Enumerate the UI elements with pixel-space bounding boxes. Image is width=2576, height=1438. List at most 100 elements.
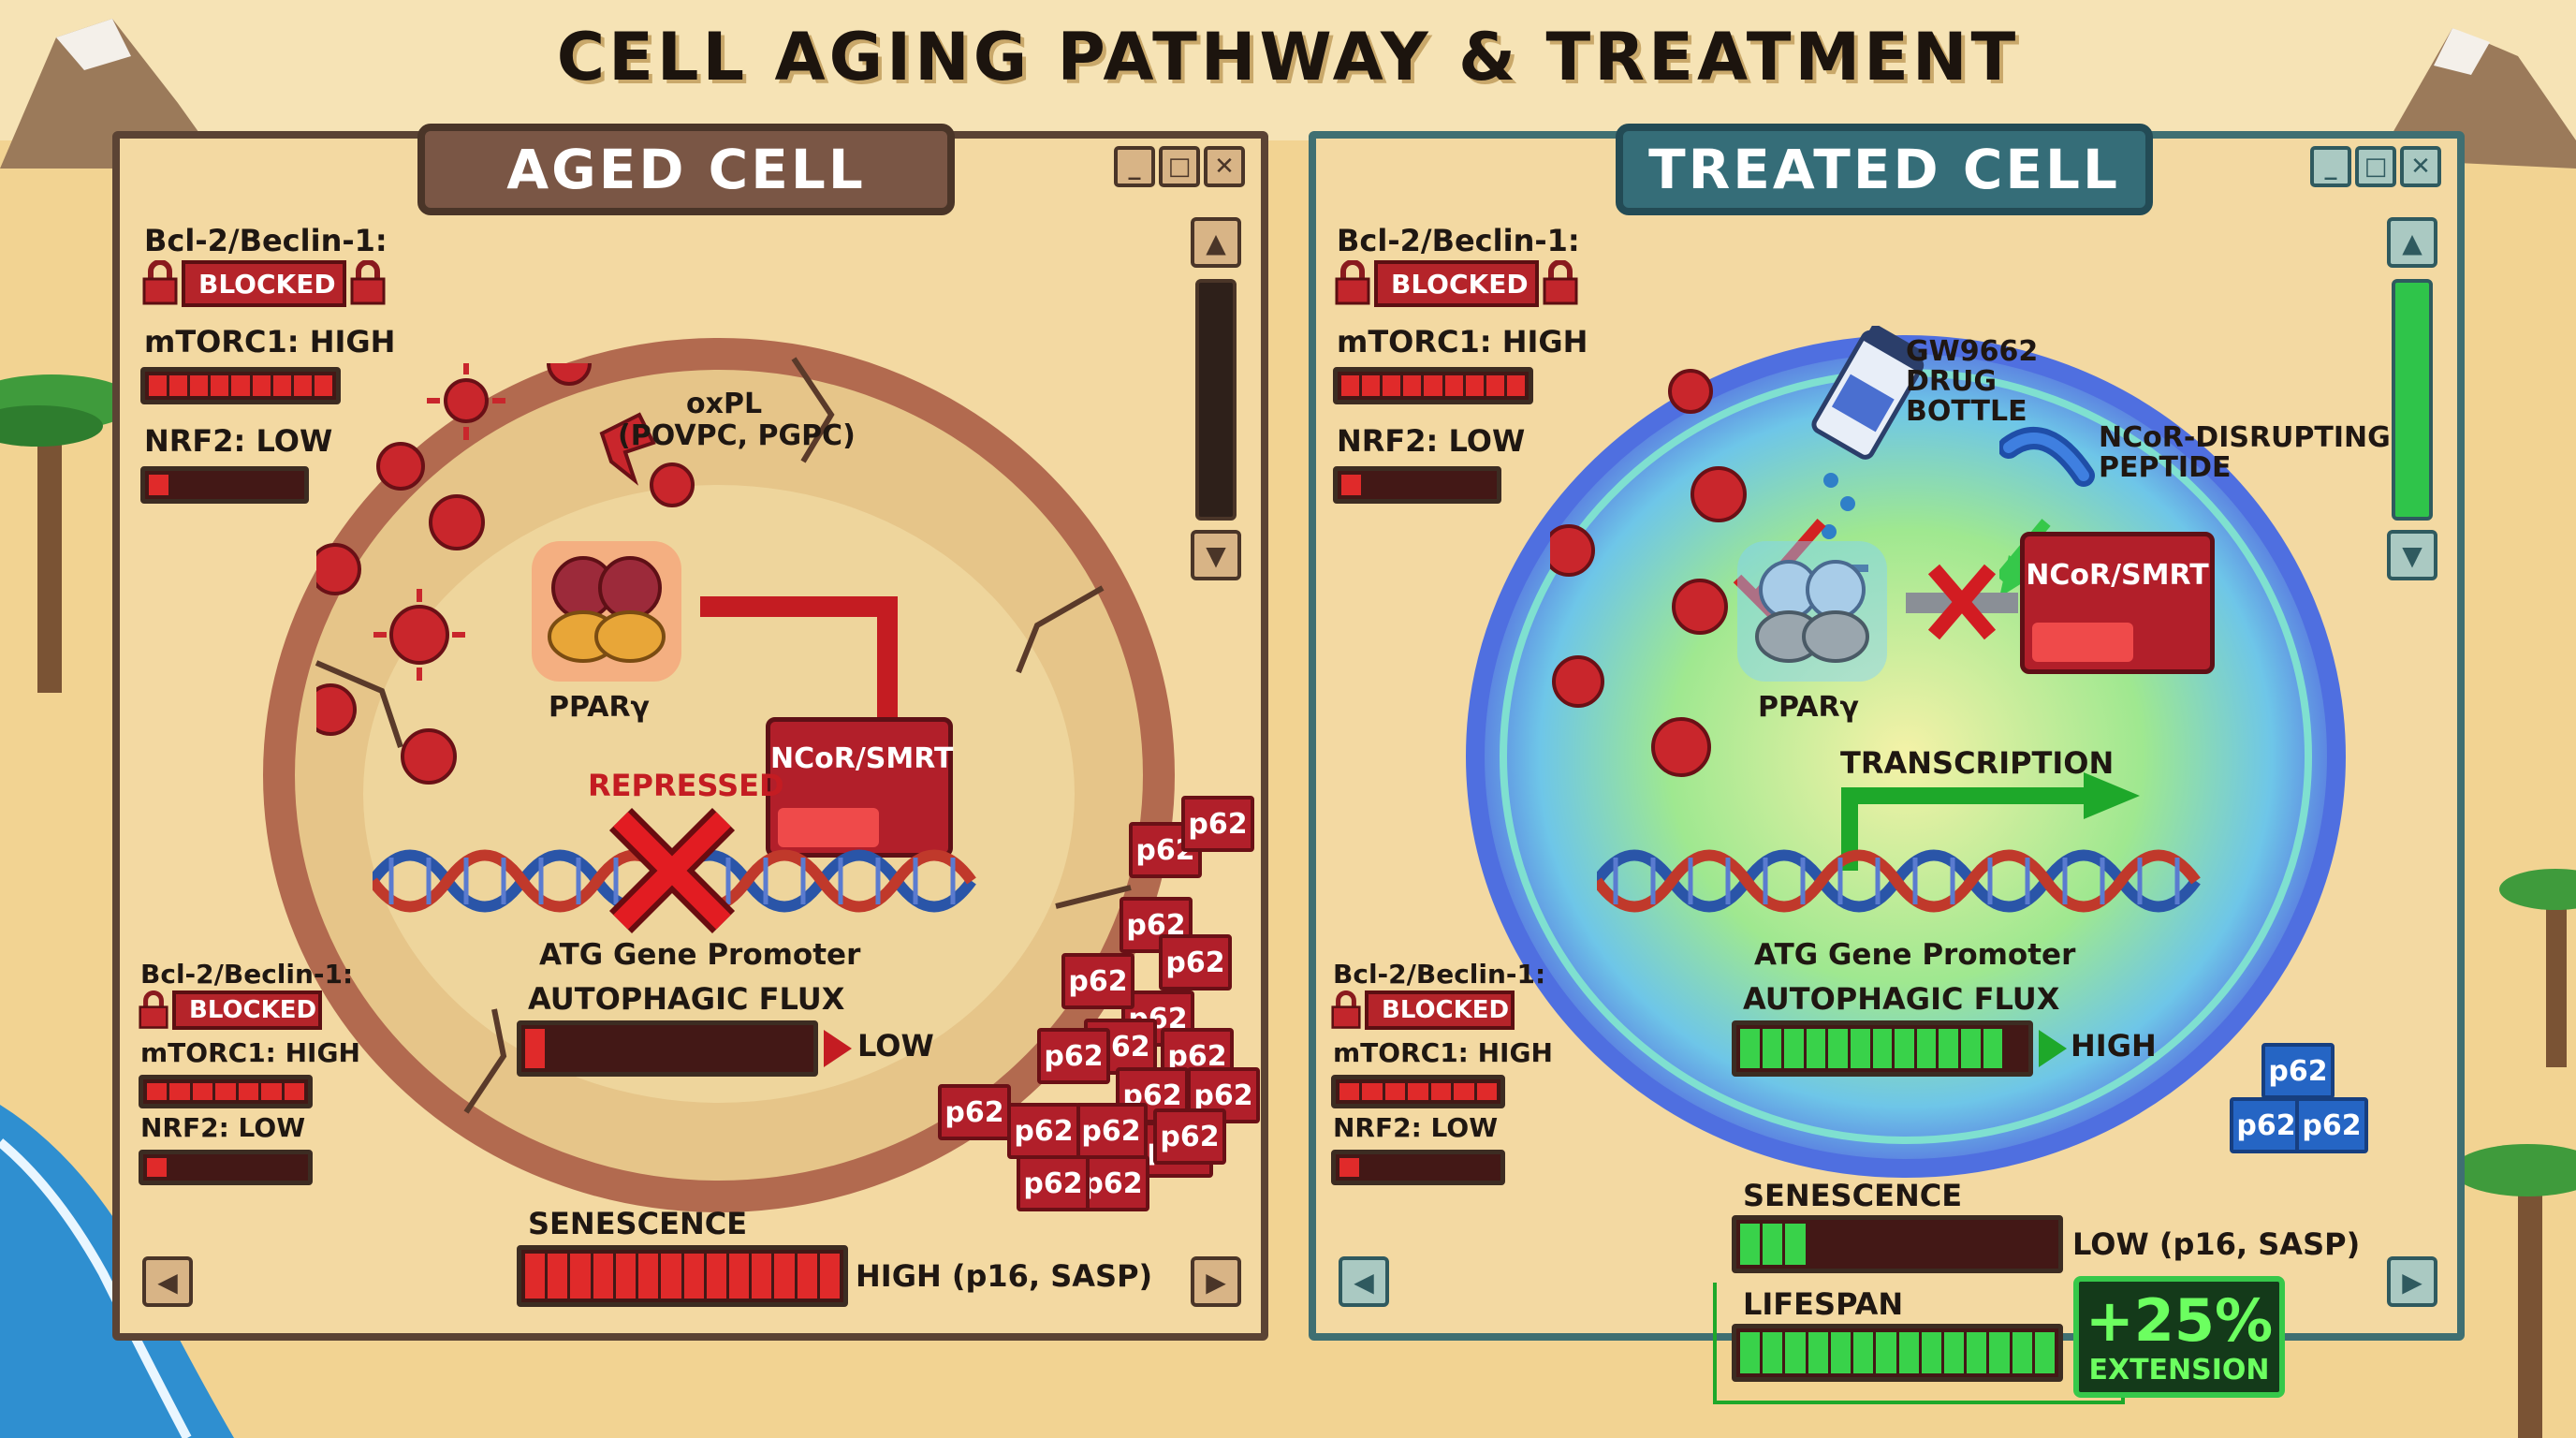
- meter-segment: [1876, 1332, 1896, 1373]
- scroll-left-button[interactable]: ◀: [1339, 1256, 1389, 1307]
- maximize-icon[interactable]: □: [1159, 146, 1200, 187]
- meter-segment: [728, 1254, 750, 1299]
- meter-segment: [2012, 1224, 2032, 1265]
- meter-segment: [636, 1029, 655, 1068]
- palm-tree-right: [2452, 1144, 2576, 1438]
- scroll-left-button[interactable]: ◀: [142, 1256, 193, 1307]
- mtorc1-meter: [139, 1075, 313, 1108]
- scroll-down-button[interactable]: ▼: [1191, 530, 1241, 580]
- lock-icon: [1335, 260, 1370, 305]
- blocked-badge: BLOCKED: [1365, 990, 1515, 1030]
- senescence-value: HIGH (p16, SASP): [856, 1258, 1153, 1294]
- meter-segment: [1784, 1029, 1804, 1068]
- meter-segment: [1983, 1029, 2003, 1068]
- meter-segment: [593, 1254, 613, 1299]
- mtorc1-label: mTORC1: HIGH: [1333, 1037, 1553, 1068]
- close-icon[interactable]: ✕: [2400, 146, 2441, 187]
- meter-segment: [1967, 1224, 1986, 1265]
- autophagic-flux-value: HIGH: [2071, 1028, 2157, 1064]
- meter-segment: [1362, 1083, 1383, 1100]
- blocked-x-icon: [1906, 564, 2018, 640]
- meter-segment: [1853, 1332, 1874, 1373]
- ncor-label: NCoR/SMRT: [770, 742, 954, 775]
- scroll-right-button[interactable]: ▶: [2387, 1256, 2437, 1307]
- meter-segment: [2012, 1332, 2032, 1373]
- meter-segment: [1506, 375, 1525, 396]
- meter-segment: [1465, 375, 1484, 396]
- oxpl-subtitle: (POVPC, PGPC): [618, 419, 856, 452]
- aged-cell-window: AGED CELL _ □ ✕ Bcl-2/Beclin-1: BLOCKED …: [112, 124, 1268, 1341]
- mtorc1-label: mTORC1: HIGH: [140, 1037, 360, 1068]
- scroll-down-button[interactable]: ▼: [2387, 530, 2437, 580]
- maximize-icon[interactable]: □: [2355, 146, 2396, 187]
- blocked-x-icon: [608, 807, 736, 934]
- nrf2-label: NRF2: LOW: [140, 1112, 306, 1143]
- meter-segment: [1808, 1332, 1828, 1373]
- scrollbar-track[interactable]: [1195, 279, 1237, 521]
- page-title: CELL AGING PATHWAY & TREATMENT: [556, 19, 2020, 95]
- meter-segment: [661, 1254, 681, 1299]
- scroll-right-button[interactable]: ▶: [1191, 1256, 1241, 1307]
- extension-label: EXTENSION: [2088, 1354, 2270, 1387]
- minimize-icon[interactable]: _: [1114, 146, 1155, 187]
- lifespan-meter: [1732, 1324, 2063, 1382]
- treated-cell-header: TREATED CELL: [1616, 124, 2153, 215]
- autophagic-flux-meter: [1732, 1020, 2033, 1077]
- blocked-badge: BLOCKED: [172, 990, 322, 1030]
- p62-block: p62: [1017, 1155, 1090, 1211]
- autophagic-flux-label: AUTOPHAGIC FLUX: [528, 981, 845, 1017]
- p62-block: p62: [1181, 796, 1254, 852]
- meter-segment: [1339, 1158, 1360, 1177]
- meter-segment: [702, 1029, 722, 1068]
- meter-segment: [1454, 1083, 1474, 1100]
- meter-segment: [215, 1083, 236, 1100]
- bcl2-label: Bcl-2/Beclin-1:: [144, 223, 388, 258]
- atg-promoter-label: ATG Gene Promoter: [1754, 938, 2076, 972]
- meter-segment: [1384, 1083, 1406, 1100]
- meter-segment: [252, 375, 271, 396]
- scrollbar-track[interactable]: [2392, 279, 2433, 521]
- meter-segment: [1364, 475, 1383, 495]
- peptide-label-line: NCoR-DISRUPTING: [2099, 421, 2391, 454]
- meter-segment: [1763, 1224, 1783, 1265]
- autophagic-flux-meter: [517, 1020, 818, 1077]
- meter-segment: [1808, 1224, 1828, 1265]
- minimize-icon[interactable]: _: [2310, 146, 2351, 187]
- close-icon[interactable]: ✕: [1204, 146, 1245, 187]
- lifespan-label: LIFESPAN: [1743, 1286, 1904, 1322]
- meter-segment: [1403, 375, 1422, 396]
- meter-segment: [1385, 1158, 1405, 1177]
- nrf2-label: NRF2: LOW: [1333, 1112, 1499, 1143]
- senescence-meter: [1732, 1215, 2063, 1273]
- meter-segment: [774, 1254, 795, 1299]
- meter-segment: [147, 1083, 168, 1100]
- scroll-up-button[interactable]: ▲: [1191, 217, 1241, 268]
- blocked-badge: BLOCKED: [1374, 260, 1539, 307]
- meter-segment: [1763, 1332, 1783, 1373]
- meter-segment: [1898, 1332, 1919, 1373]
- mtorc1-meter: [1333, 367, 1533, 404]
- treated-cell-window: TREATED CELL _ □ ✕ Bcl-2/Beclin-1: BLOCK…: [1309, 124, 2465, 1404]
- transcription-label: TRANSCRIPTION: [1840, 745, 2115, 781]
- meter-segment: [1853, 1224, 1873, 1265]
- meter-segment: [683, 1254, 704, 1299]
- ncor-label: NCoR/SMRT: [2026, 559, 2209, 592]
- meter-segment: [169, 1083, 190, 1100]
- meter-segment: [1921, 1332, 1941, 1373]
- scroll-up-button[interactable]: ▲: [2387, 217, 2437, 268]
- p62-block: p62: [1007, 1103, 1080, 1159]
- meter-segment: [1916, 1029, 1937, 1068]
- autophagic-flux-value: LOW: [857, 1028, 934, 1064]
- meter-segment: [1828, 1029, 1849, 1068]
- meter-segment: [1424, 375, 1442, 396]
- meter-segment: [1830, 1332, 1852, 1373]
- meter-segment: [706, 1254, 726, 1299]
- meter-segment: [592, 1029, 611, 1068]
- meter-segment: [1967, 1332, 1987, 1373]
- meter-segment: [1339, 1083, 1360, 1100]
- oxpl-particles: [316, 363, 695, 785]
- arrow-right-icon: [2039, 1030, 2067, 1067]
- meter-segment: [1341, 375, 1360, 396]
- mtorc1-label: mTORC1: HIGH: [144, 324, 396, 360]
- meter-segment: [819, 1254, 841, 1299]
